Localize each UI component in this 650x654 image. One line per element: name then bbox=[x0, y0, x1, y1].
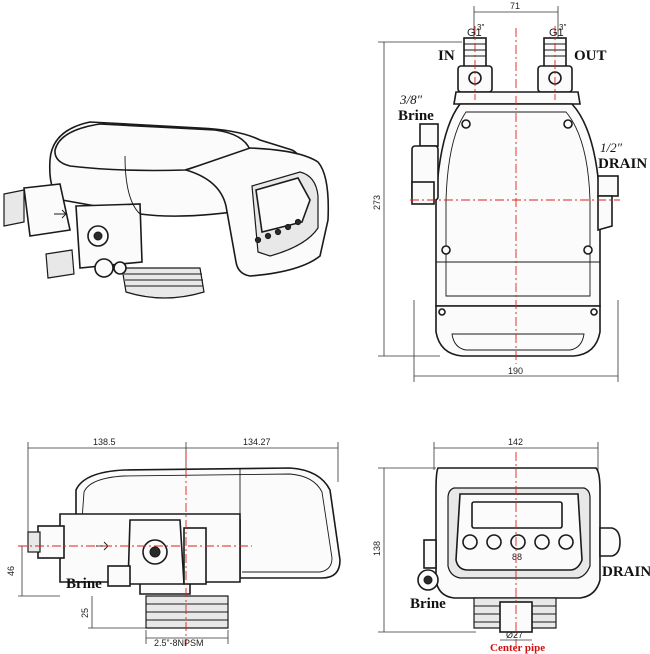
in-label: IN bbox=[438, 48, 455, 64]
in-thread-label: G1 bbox=[467, 27, 482, 39]
in-thread-fraction: 3″ bbox=[477, 23, 484, 32]
iso-injector-core bbox=[93, 231, 103, 241]
panel-brine-label: Brine bbox=[410, 596, 446, 612]
side-cover-seam bbox=[81, 473, 333, 573]
thread-spec-label: 2.5”-8NPSM bbox=[154, 638, 204, 648]
panel-brine-stem bbox=[423, 539, 437, 569]
iso-display-screen bbox=[255, 177, 311, 233]
dim-71-label: 71 bbox=[510, 1, 520, 11]
iso-button bbox=[254, 236, 262, 244]
dim-138-5-label: 138.5 bbox=[93, 437, 116, 447]
drain-port bbox=[597, 175, 619, 197]
panel-buttons bbox=[462, 534, 574, 550]
dim-88-label: 88 bbox=[512, 552, 522, 562]
drain-top-label: DRAIN bbox=[598, 156, 647, 172]
iso-inlet-fitting bbox=[3, 189, 25, 227]
iso-brine-knob bbox=[94, 258, 114, 278]
out-thread-label: G1 bbox=[549, 27, 564, 39]
front-housing bbox=[435, 103, 601, 307]
bolt bbox=[438, 308, 446, 316]
out-thread-fraction: 3″ bbox=[559, 23, 566, 32]
dim-273-label: 273 bbox=[372, 195, 382, 210]
iso-thread-lines bbox=[124, 273, 203, 287]
drain-body bbox=[597, 195, 613, 232]
front-base-window bbox=[451, 333, 585, 351]
iso-brine-fitting bbox=[45, 249, 75, 279]
panel-view: 142 138 88 Ø27 Ce bbox=[372, 437, 650, 654]
side-housing bbox=[75, 467, 341, 579]
front-base bbox=[435, 305, 601, 357]
brine-size-label: 3/8″ bbox=[399, 92, 423, 107]
iso-inlet-body bbox=[23, 183, 71, 237]
front-housing-inner bbox=[445, 111, 591, 297]
iso-drain-knob bbox=[113, 261, 127, 275]
panel-button bbox=[486, 534, 502, 550]
iso-button bbox=[274, 228, 282, 236]
bolt bbox=[583, 245, 593, 255]
panel-drain-nozzle bbox=[599, 527, 621, 557]
brine-top-label: Brine bbox=[398, 108, 434, 124]
iso-housing-seam bbox=[124, 155, 141, 215]
iso-base-thread bbox=[121, 267, 205, 299]
front-bolts bbox=[438, 119, 598, 316]
center-pipe-label: Center pipe bbox=[490, 642, 545, 654]
dim-142-label: 142 bbox=[508, 437, 523, 447]
drain-size-label: 1/2″ bbox=[600, 140, 623, 155]
isometric-view bbox=[3, 121, 330, 299]
top-clamp bbox=[453, 91, 581, 105]
bolt bbox=[441, 245, 451, 255]
side-drain-block bbox=[183, 527, 207, 585]
dim-25-label: 25 bbox=[80, 608, 90, 618]
side-inlet-thread bbox=[27, 531, 41, 553]
panel-button bbox=[534, 534, 550, 550]
side-thread-lines bbox=[146, 603, 228, 621]
iso-buttons bbox=[254, 218, 302, 244]
panel-button bbox=[462, 534, 478, 550]
iso-valve-block bbox=[75, 203, 143, 269]
iso-button bbox=[284, 223, 292, 231]
iso-button bbox=[294, 218, 302, 226]
bolt bbox=[563, 119, 573, 129]
panel-button bbox=[510, 534, 526, 550]
side-injector-core bbox=[149, 546, 161, 558]
side-brine-fitting bbox=[107, 565, 131, 587]
out-label: OUT bbox=[574, 48, 607, 64]
side-brine-label: Brine bbox=[66, 576, 102, 592]
bolt bbox=[590, 308, 598, 316]
dim-46-label: 46 bbox=[6, 566, 16, 576]
panel-button bbox=[558, 534, 574, 550]
dim-180-label: 190 bbox=[508, 366, 523, 376]
dim-27-label: Ø27 bbox=[506, 630, 523, 640]
panel-display bbox=[471, 501, 563, 529]
panel-brine-core bbox=[423, 575, 433, 585]
front-elevation-view: 71 273 190 bbox=[372, 1, 647, 382]
brine-port bbox=[419, 123, 439, 147]
iso-button bbox=[264, 232, 272, 240]
iso-inlet-arrow bbox=[54, 209, 67, 219]
dim-138-label: 138 bbox=[372, 541, 382, 556]
brine-valve bbox=[411, 181, 435, 205]
side-inlet-port bbox=[37, 525, 65, 559]
panel-drain-label: DRAIN bbox=[602, 564, 650, 580]
dim-134-27-label: 134.27 bbox=[243, 437, 271, 447]
side-elevation-view: 138.5 134.27 46 25 bbox=[6, 437, 341, 648]
bolt bbox=[461, 119, 471, 129]
